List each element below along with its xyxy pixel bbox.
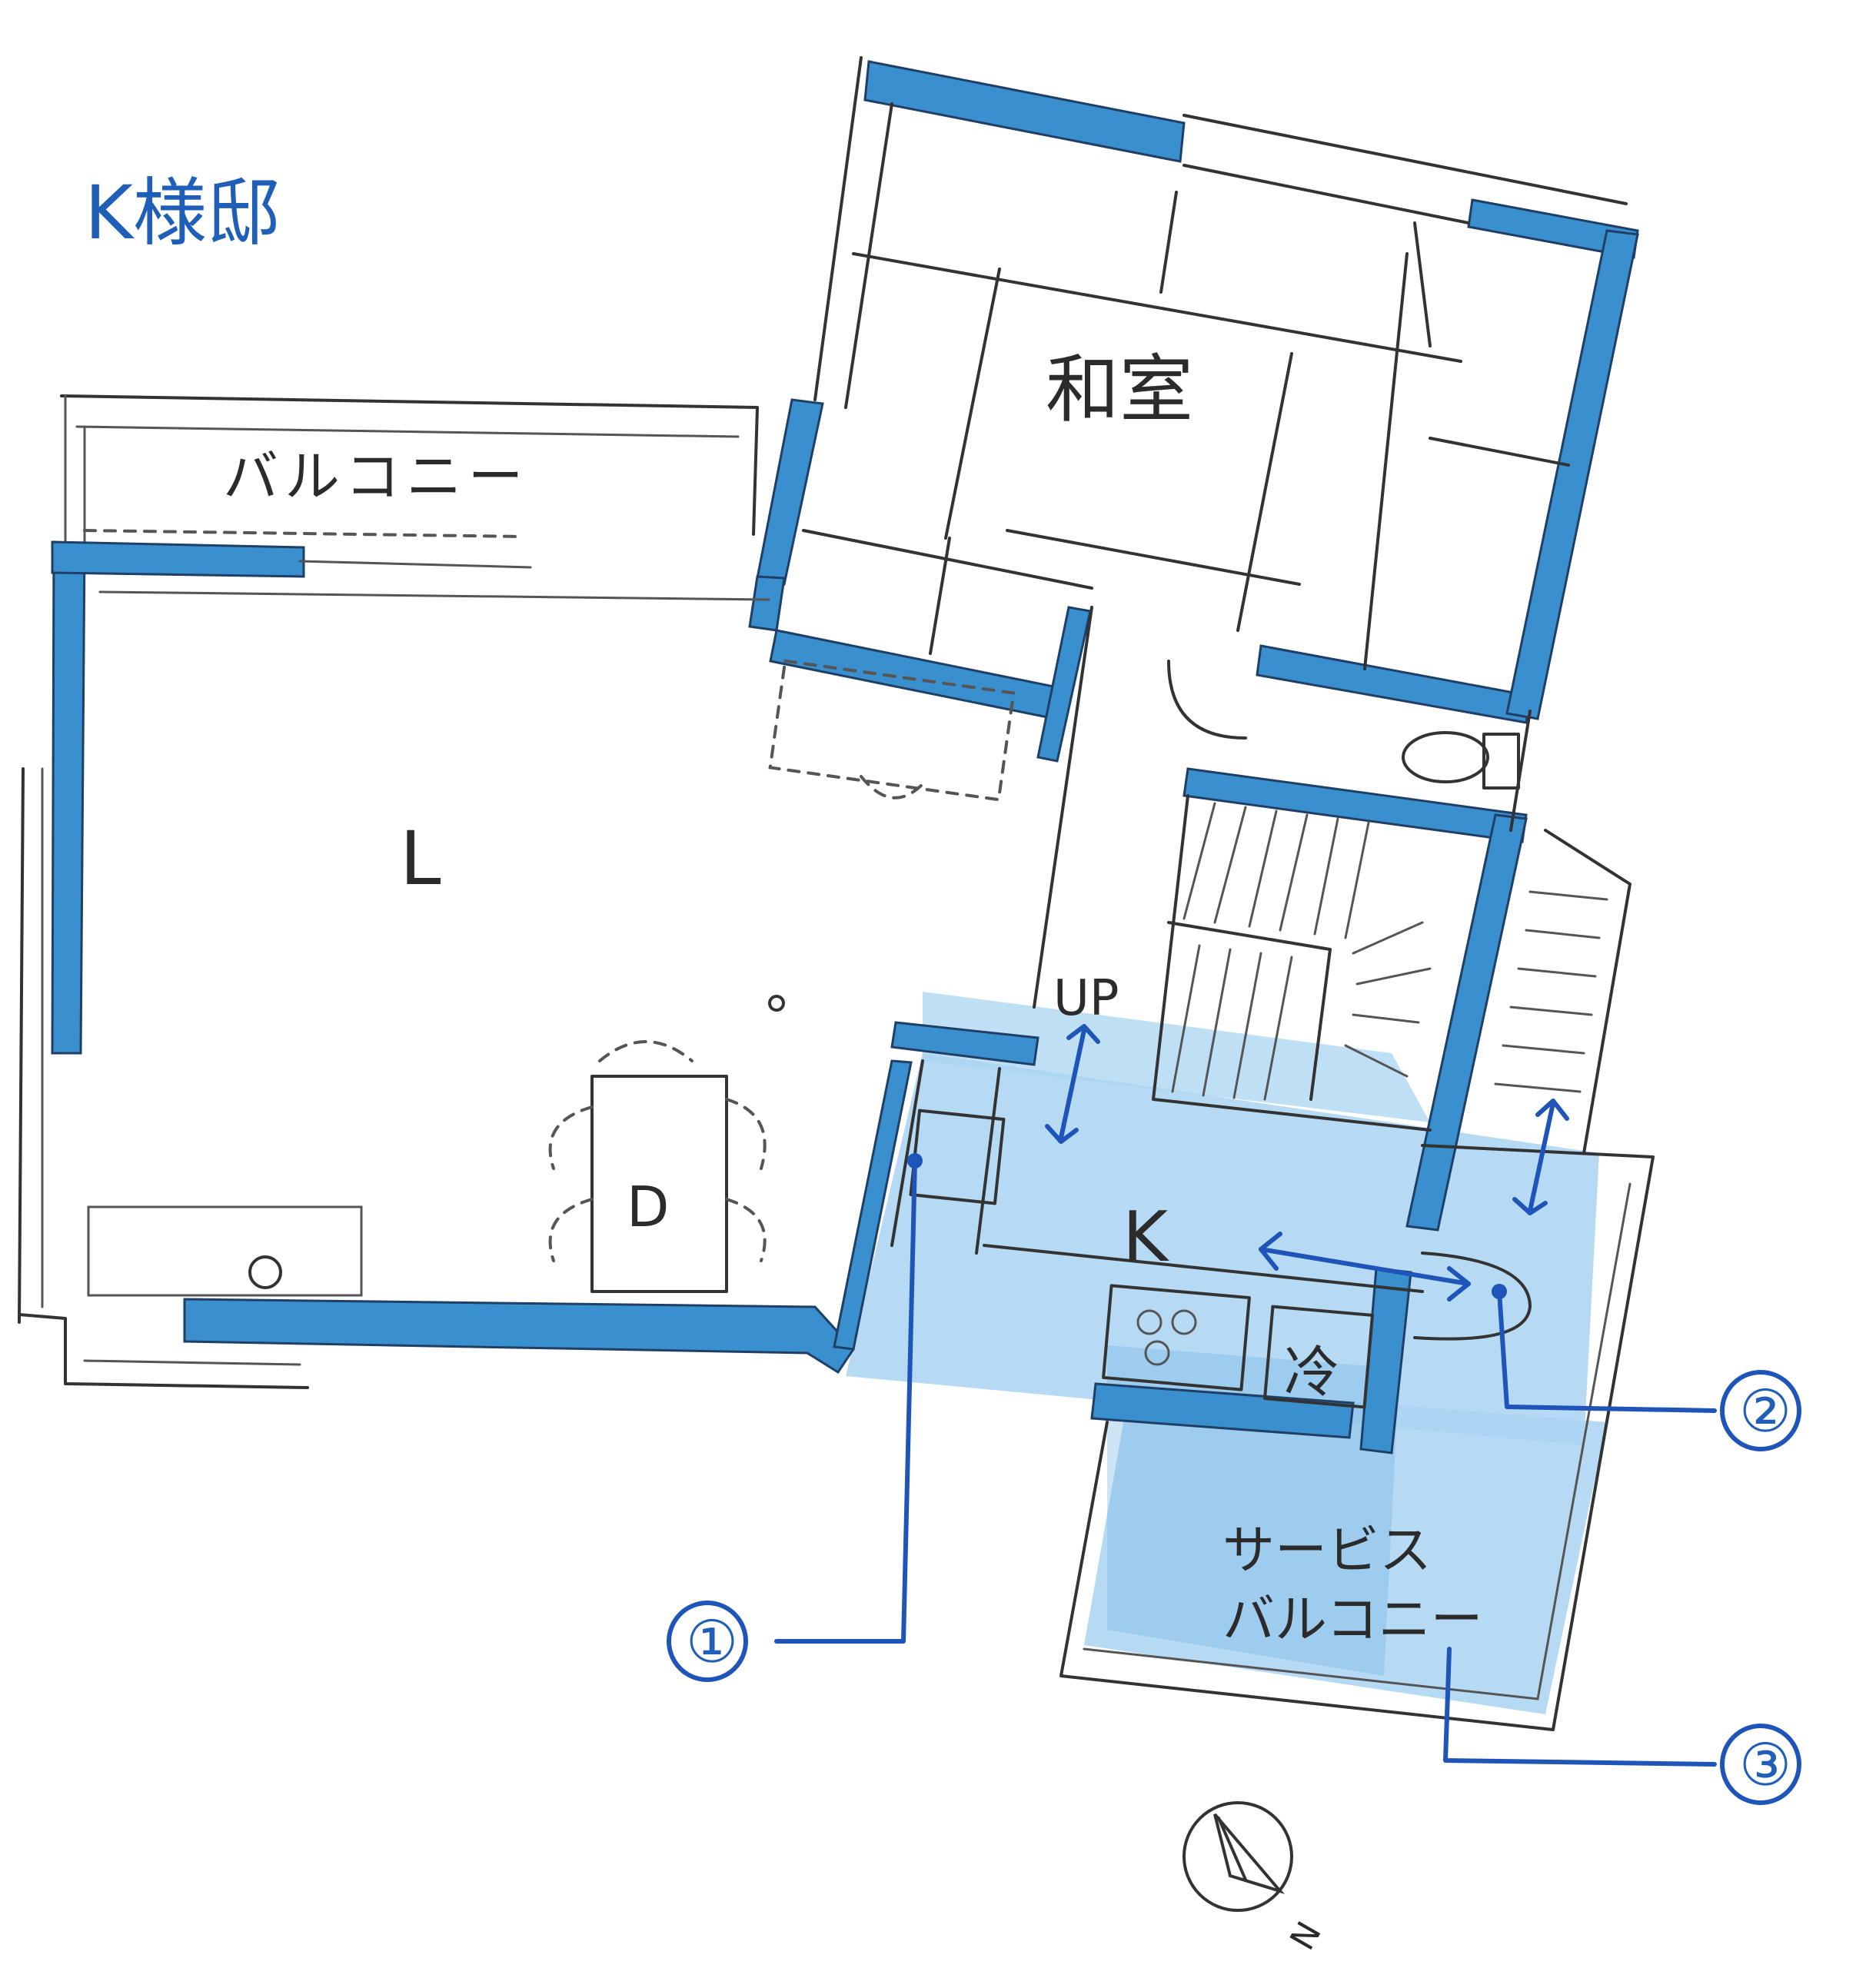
callout-leaders (774, 1153, 1717, 1767)
room-label-dining: D (627, 1175, 669, 1239)
room-label-living: L (400, 816, 441, 902)
circulation-arrows (1045, 1024, 1569, 1301)
room-label-kitchen: K (1123, 1197, 1169, 1278)
service-balcony-label-line1: サービス (1222, 1521, 1432, 1581)
pencil-outlines (18, 56, 1655, 1731)
callout-3-label: ③ (1739, 1730, 1791, 1799)
fridge-label: 冷 (1284, 1340, 1339, 1405)
balcony-outline (60, 394, 759, 547)
service-balcony-label-line2: バルコニー (1222, 1590, 1483, 1651)
callout-2-label: ② (1739, 1377, 1791, 1445)
kitchen-highlight (846, 992, 1599, 1445)
exterior-walls (51, 60, 1639, 1454)
room-label-washitsu: 和室 (1046, 347, 1193, 433)
north-arrow-icon (1182, 1801, 1293, 1912)
callout-1-label: ① (686, 1607, 738, 1676)
stairs-up-label: UP (1053, 970, 1119, 1027)
page-title: K様邸 (85, 170, 281, 256)
callout-1 (667, 1601, 748, 1682)
room-label-balcony: バルコニー (223, 444, 530, 509)
north-label: N (1282, 1915, 1329, 1956)
callout-2 (1720, 1370, 1801, 1451)
callout-3 (1720, 1724, 1801, 1805)
